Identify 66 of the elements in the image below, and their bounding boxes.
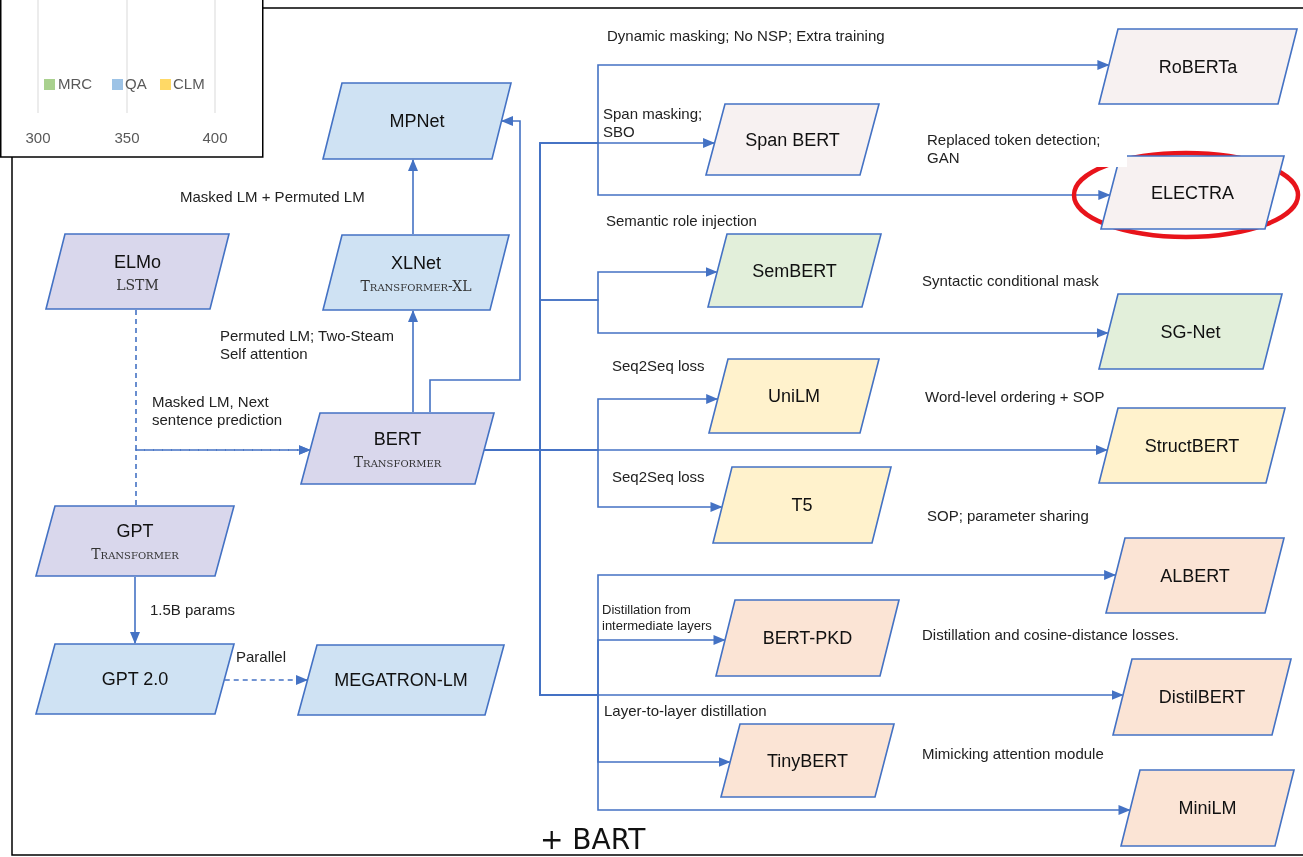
model-box bbox=[708, 358, 880, 434]
model-name: TinyBERT bbox=[766, 749, 849, 772]
model-name: BERT bbox=[372, 427, 423, 450]
edge-label: Replaced token detection; GAN bbox=[927, 131, 1127, 167]
model-name: DistilBERT bbox=[1157, 686, 1247, 708]
architecture-label: Transformer bbox=[91, 546, 179, 562]
model-box bbox=[1120, 769, 1295, 847]
model-box bbox=[300, 412, 495, 485]
model-name: SG-Net bbox=[1159, 320, 1222, 343]
model-name: MiniLM bbox=[1177, 797, 1238, 819]
model-name: ELECTRA bbox=[1150, 181, 1235, 204]
model-box bbox=[720, 723, 895, 798]
model-box bbox=[705, 103, 880, 176]
model-box bbox=[1098, 407, 1286, 484]
model-name: Span BERT bbox=[744, 128, 841, 151]
arrow bbox=[429, 116, 521, 413]
edge-label: Dynamic masking; No NSP; Extra training bbox=[607, 27, 885, 45]
legend-label: QA bbox=[125, 75, 147, 92]
model-box bbox=[1112, 658, 1292, 736]
model-box bbox=[1098, 28, 1298, 105]
arrow bbox=[130, 576, 140, 644]
edge-label: Syntactic conditional mask bbox=[922, 272, 1099, 290]
model-name: MEGATRON-LM bbox=[333, 669, 469, 691]
model-name: UniLM bbox=[767, 385, 821, 407]
edge-label: SOP; parameter sharing bbox=[927, 507, 1089, 525]
model-name: StructBERT bbox=[1143, 434, 1241, 457]
model-name: T5 bbox=[790, 494, 814, 516]
model-box bbox=[707, 233, 882, 308]
architecture-label: Transformer bbox=[353, 453, 442, 470]
model-box bbox=[322, 234, 510, 311]
model-box bbox=[297, 644, 505, 716]
tick-label: 300 bbox=[25, 128, 51, 146]
model-box bbox=[1105, 537, 1285, 614]
note-text: + BART bbox=[540, 823, 646, 856]
model-name: GPT 2.0 bbox=[100, 668, 170, 690]
edge-label: Semantic role injection bbox=[606, 212, 757, 230]
model-name: GPT bbox=[115, 520, 155, 542]
model-name: XLNet bbox=[390, 251, 442, 274]
architecture-label: Transformer-XL bbox=[360, 277, 472, 294]
edge-label: Seq2Seq loss bbox=[612, 357, 705, 375]
model-box bbox=[715, 599, 900, 677]
model-name: ALBERT bbox=[1159, 564, 1231, 587]
edge-label: Word-level ordering + SOP bbox=[925, 388, 1105, 406]
arrow bbox=[135, 445, 311, 506]
model-box bbox=[712, 466, 892, 544]
model-box bbox=[45, 233, 230, 310]
model-name: ELMo bbox=[113, 250, 162, 273]
model-box bbox=[322, 82, 512, 160]
tick-label: 400 bbox=[202, 128, 228, 146]
model-box bbox=[35, 643, 235, 715]
tick-label: 350 bbox=[114, 128, 140, 146]
arrow bbox=[408, 310, 418, 413]
model-name: MPNet bbox=[388, 110, 446, 132]
model-name: BERT-PKD bbox=[761, 627, 854, 649]
model-box bbox=[1098, 293, 1283, 370]
model-box bbox=[35, 505, 235, 577]
model-name: RoBERTa bbox=[1157, 55, 1239, 78]
architecture-label: LSTM bbox=[116, 276, 159, 293]
legend-label: CLM bbox=[173, 75, 205, 92]
arrow bbox=[408, 159, 418, 235]
model-box bbox=[1100, 155, 1285, 230]
model-name: SemBERT bbox=[751, 259, 838, 282]
edge-label: Layer-to-layer distillation bbox=[604, 702, 767, 720]
edge-label: Mimicking attention module bbox=[922, 745, 1104, 763]
edge-label: Seq2Seq loss bbox=[612, 468, 705, 486]
legend-label: MRC bbox=[58, 75, 93, 92]
